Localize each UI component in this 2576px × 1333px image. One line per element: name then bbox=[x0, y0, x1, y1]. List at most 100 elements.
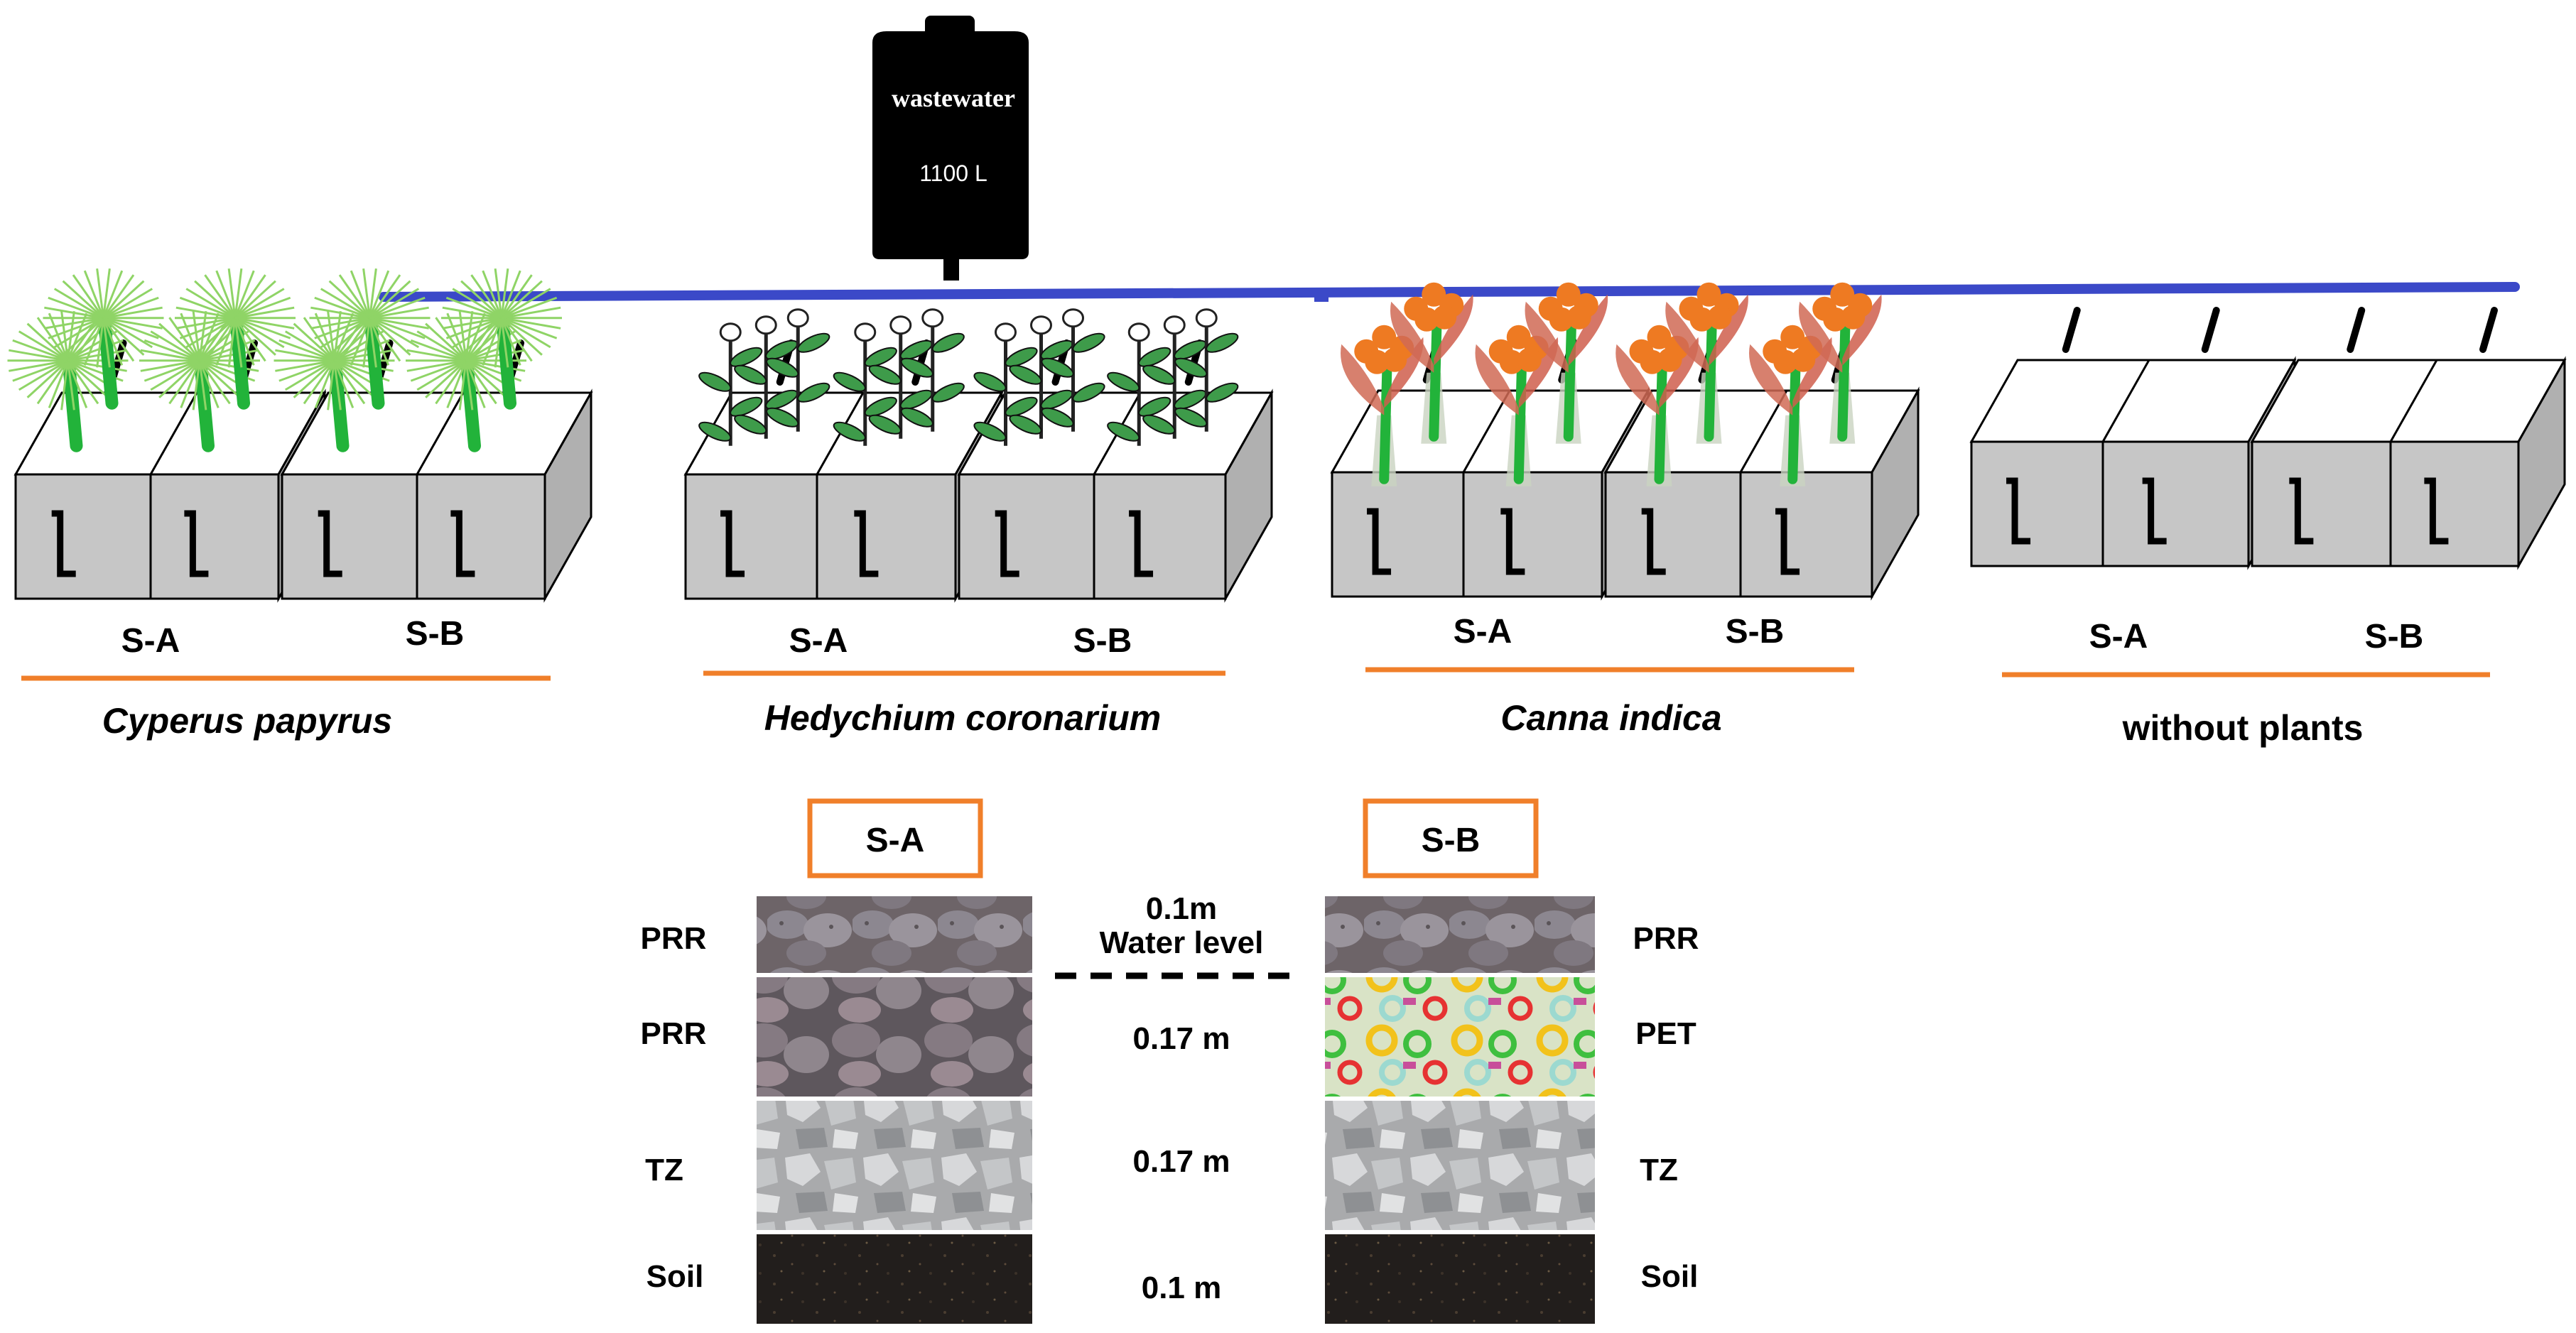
wetland-unit bbox=[1603, 282, 1920, 601]
depth-layer-3: 0.17 m bbox=[1133, 1144, 1230, 1179]
wetland-unit bbox=[1330, 282, 1650, 601]
hedychium-plant bbox=[1142, 315, 1207, 439]
cell-divider bbox=[416, 392, 465, 475]
sb-layer-prr-top bbox=[1325, 896, 1595, 973]
system-name: Hedychium coronarium bbox=[764, 698, 1161, 738]
sb-title-box bbox=[1363, 798, 1539, 878]
outlet-pipe-icon bbox=[720, 510, 745, 577]
drip-feeder bbox=[2201, 307, 2220, 353]
outlet-pipe-icon bbox=[184, 510, 209, 577]
sb-label-2: PET bbox=[1635, 1016, 1696, 1051]
unit-label-sa: S-A bbox=[789, 622, 848, 660]
sa-layer-soil bbox=[757, 1234, 1032, 1324]
unit-cell bbox=[416, 473, 546, 600]
wetland-unit bbox=[2250, 307, 2567, 570]
wetland-unit bbox=[1969, 307, 2297, 570]
sa-title: S-A bbox=[866, 822, 925, 859]
cell-divider bbox=[149, 392, 198, 475]
sa-layer-prr bbox=[757, 977, 1032, 1097]
drip-feeder bbox=[2479, 307, 2498, 353]
hedychium-plant bbox=[734, 315, 799, 439]
papyrus-plant bbox=[43, 268, 164, 410]
outlet-pipe-icon bbox=[2006, 477, 2031, 545]
outlet-pipe-icon bbox=[2289, 477, 2314, 545]
system-name: without plants bbox=[2122, 708, 2364, 748]
distribution-pipe bbox=[379, 282, 2520, 302]
unit-cell bbox=[1739, 471, 1873, 598]
wetland-unit bbox=[957, 308, 1274, 603]
substrate-profile: S-A S-B PRR PRR TZ Soil 0.1m Water level… bbox=[641, 798, 1699, 1324]
sa-layer-prr-top bbox=[757, 896, 1032, 973]
outlet-pipe-icon bbox=[1641, 508, 1666, 575]
water-level-label: Water level bbox=[1100, 925, 1264, 960]
unit-cell bbox=[684, 473, 818, 600]
outlet-pipe-icon bbox=[2424, 477, 2449, 545]
unit-cell bbox=[14, 473, 152, 600]
sa-label-1: PRR bbox=[641, 921, 707, 956]
sb-label-4: Soil bbox=[1641, 1259, 1699, 1294]
canna-plant bbox=[1390, 282, 1473, 444]
sa-label-3: TZ bbox=[645, 1153, 683, 1187]
drip-feeder bbox=[2062, 307, 2081, 353]
tank-volume: 1100 L bbox=[919, 160, 987, 186]
canna-plant bbox=[1665, 282, 1748, 444]
unit-cell bbox=[816, 473, 957, 600]
drip-feeder bbox=[2347, 307, 2366, 353]
canna-plant bbox=[1799, 282, 1882, 444]
hedychium-plant bbox=[766, 308, 830, 432]
unit-cell bbox=[281, 473, 418, 600]
unit-label-sb: S-B bbox=[406, 615, 465, 653]
unit-top-face bbox=[2250, 359, 2567, 443]
unit-cell bbox=[1604, 471, 1742, 598]
unit-label-sa: S-A bbox=[1454, 613, 1512, 651]
outlet-pipe-icon bbox=[854, 510, 879, 577]
depth-layer-1: 0.1m bbox=[1146, 891, 1217, 926]
depth-layer-2: 0.17 m bbox=[1133, 1021, 1230, 1056]
system-labels: S-A S-B Cyperus papyrus S-A S-B Hedychiu… bbox=[21, 613, 2490, 748]
papyrus-plant bbox=[406, 310, 526, 452]
wetland-system bbox=[1969, 307, 2567, 570]
depth-layer-4: 0.1 m bbox=[1142, 1271, 1222, 1305]
sa-label-4: Soil bbox=[646, 1259, 704, 1294]
outlet-pipe-icon bbox=[2142, 477, 2167, 545]
cell-divider bbox=[2101, 359, 2150, 442]
unit-label-sa: S-A bbox=[2089, 618, 2148, 655]
wastewater-tank: wastewater 1100 L bbox=[872, 16, 1029, 281]
papyrus-plant bbox=[175, 268, 296, 410]
sa-title-box bbox=[807, 798, 983, 878]
unit-label-sb: S-B bbox=[1726, 613, 1785, 651]
unit-cell bbox=[1331, 471, 1465, 598]
hedychium-plant bbox=[1041, 308, 1105, 432]
system-name: Canna indica bbox=[1500, 698, 1721, 738]
unit-cell bbox=[958, 473, 1095, 600]
outlet-pipe-icon bbox=[1775, 508, 1800, 575]
wetland-system bbox=[7, 268, 593, 603]
wetland-unit bbox=[7, 268, 327, 603]
papyrus-plant bbox=[441, 268, 562, 410]
sb-layer-tz bbox=[1325, 1101, 1595, 1230]
outlet-pipe-icon bbox=[1367, 508, 1392, 575]
outlet-pipe-icon bbox=[1129, 510, 1154, 577]
sa-label-2: PRR bbox=[641, 1016, 707, 1051]
unit-cell bbox=[1970, 440, 2104, 567]
sb-label-3: TZ bbox=[1640, 1153, 1678, 1187]
outlet-pipe-icon bbox=[1500, 508, 1525, 575]
unit-label-sb: S-B bbox=[1073, 622, 1132, 660]
tank-label: wastewater bbox=[892, 84, 1015, 112]
unit-cell bbox=[1462, 471, 1603, 598]
system-name: Cyperus papyrus bbox=[102, 701, 392, 741]
hedychium-plant bbox=[973, 322, 1038, 446]
outlet-pipe-icon bbox=[995, 510, 1019, 577]
unit-label-sa: S-A bbox=[121, 622, 180, 660]
hedychium-plant bbox=[1174, 308, 1239, 432]
unit-top-face bbox=[1969, 359, 2297, 443]
cell-divider bbox=[1462, 390, 1511, 473]
wetland-system bbox=[683, 308, 1274, 603]
hedychium-plant bbox=[868, 315, 933, 439]
unit-cell bbox=[1093, 473, 1227, 600]
sb-title: S-B bbox=[1422, 822, 1481, 859]
hedychium-plant bbox=[1009, 315, 1073, 439]
wetland-unit bbox=[683, 308, 1004, 603]
wetland-system bbox=[1330, 282, 1920, 601]
